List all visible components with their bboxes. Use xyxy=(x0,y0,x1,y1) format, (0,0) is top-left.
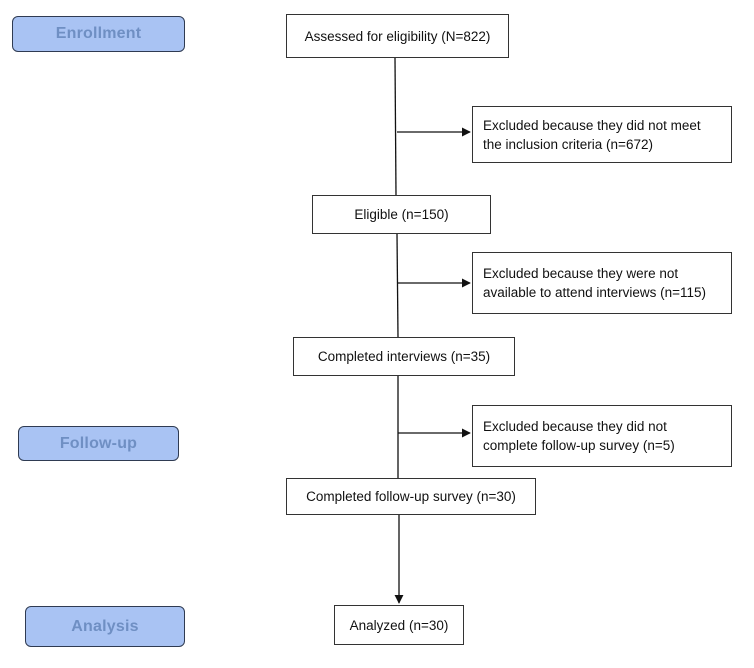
excluded-criteria-text: Excluded because they did not meet the i… xyxy=(483,116,701,154)
stage-enrollment: Enrollment xyxy=(12,16,185,52)
stage-analysis: Analysis xyxy=(25,606,185,647)
box-completed-interviews-text: Completed interviews (n=35) xyxy=(317,349,491,364)
box-assessed-eligibility: Assessed for eligibility (N=822) xyxy=(286,14,509,58)
box-analyzed: Analyzed (n=30) xyxy=(334,605,464,645)
excluded-followup-line-1: Excluded because they did not xyxy=(483,419,667,434)
excluded-interviews-text: Excluded because they were not available… xyxy=(483,264,706,302)
stage-enrollment-label: Enrollment xyxy=(55,25,142,42)
excluded-interviews-line-1: Excluded because they were not xyxy=(483,266,679,281)
excluded-interviews-line-2: available to attend interviews (n=115) xyxy=(483,285,707,300)
box-completed-followup: Completed follow-up survey (n=30) xyxy=(286,478,536,515)
box-excluded-criteria: Excluded because they did not meet the i… xyxy=(472,106,732,163)
box-analyzed-text: Analyzed (n=30) xyxy=(349,617,449,633)
stage-analysis-label: Analysis xyxy=(71,617,139,635)
excluded-followup-text: Excluded because they did not complete f… xyxy=(483,417,675,455)
box-excluded-interviews: Excluded because they were not available… xyxy=(472,252,732,314)
excluded-criteria-line-2: the inclusion criteria (n=672) xyxy=(483,136,653,152)
box-completed-followup-text: Completed follow-up survey (n=30) xyxy=(306,489,516,504)
box-excluded-followup: Excluded because they did not complete f… xyxy=(472,405,732,467)
excluded-criteria-line-1: Excluded because they did not meet xyxy=(483,117,701,133)
stage-followup: Follow-up xyxy=(18,426,179,461)
box-eligible-text: Eligible (n=150) xyxy=(354,207,449,222)
stage-followup-label: Follow-up xyxy=(59,434,138,452)
connector-assessed-to-eligible xyxy=(394,57,397,196)
excluded-followup-line-2: complete follow-up survey (n=5) xyxy=(483,438,675,453)
box-completed-interviews: Completed interviews (n=35) xyxy=(293,337,515,376)
connector-eligible-to-interviews xyxy=(396,233,399,338)
box-eligible: Eligible (n=150) xyxy=(312,195,491,234)
box-assessed-text: Assessed for eligibility (N=822) xyxy=(304,28,491,44)
